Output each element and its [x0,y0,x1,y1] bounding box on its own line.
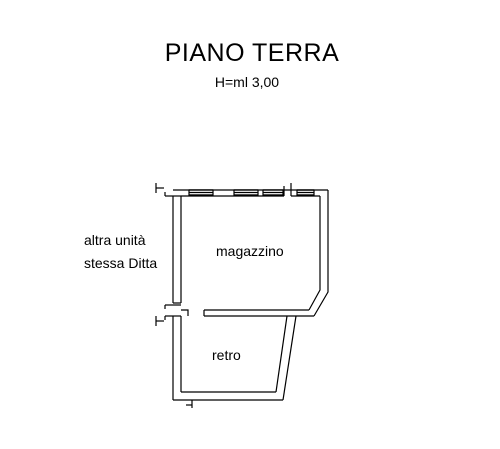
right-wall-inner [308,196,321,311]
retro-right-wall-inner [275,315,288,393]
partition-door-jamb [181,309,189,316]
retro-right-wall-outer [282,315,297,401]
plan-title: PIANO TERRA [164,39,340,67]
height-note: H=ml 3,00 [214,74,280,90]
room-label-magazzino: magazzino [216,243,284,259]
neighbor-unit-label-line-2: stessa Ditta [84,255,158,271]
neighbor-unit-label-line-1: altra unità [84,232,146,248]
right-wall-outer [313,190,329,317]
room-label-retro: retro [212,347,241,363]
